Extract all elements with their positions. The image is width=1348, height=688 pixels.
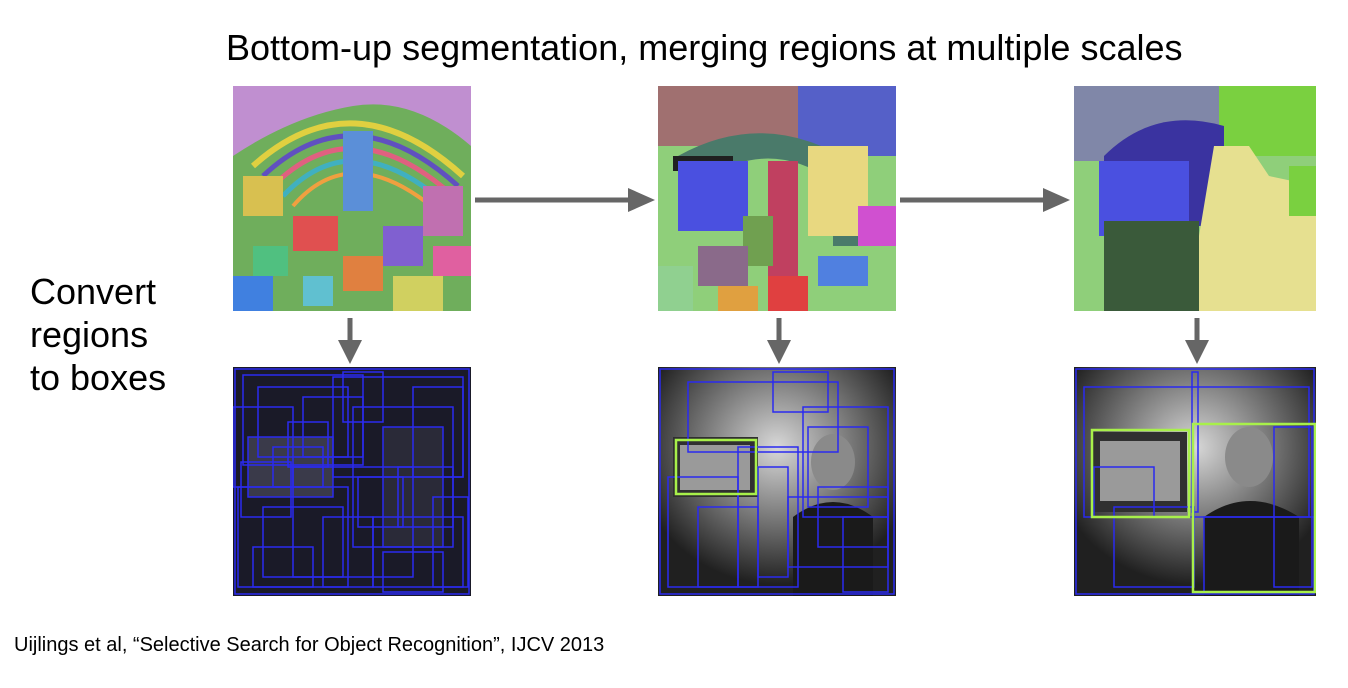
box-proposals-many-image xyxy=(233,367,471,596)
segmentation-medium-image xyxy=(658,86,896,311)
arrow-right-2-head xyxy=(1043,188,1070,212)
segmentation-fine-image xyxy=(233,86,471,311)
arrow-right-1-head xyxy=(628,188,655,212)
arrow-down-2-head xyxy=(767,340,791,364)
side-label-line-2: regions xyxy=(30,314,149,355)
side-label: Convert regions to boxes xyxy=(30,270,210,399)
side-label-line-3: to boxes xyxy=(30,357,167,398)
side-label-line-1: Convert xyxy=(30,271,157,312)
arrow-down-1-head xyxy=(338,340,362,364)
segmentation-coarse-image xyxy=(1074,86,1316,311)
box-proposals-medium-image xyxy=(658,367,896,596)
arrow-down-3-head xyxy=(1185,340,1209,364)
box-proposals-few-image xyxy=(1074,367,1316,596)
citation: Uijlings et al, “Selective Search for Ob… xyxy=(14,634,605,656)
slide-title: Bottom-up segmentation, merging regions … xyxy=(226,27,1183,68)
